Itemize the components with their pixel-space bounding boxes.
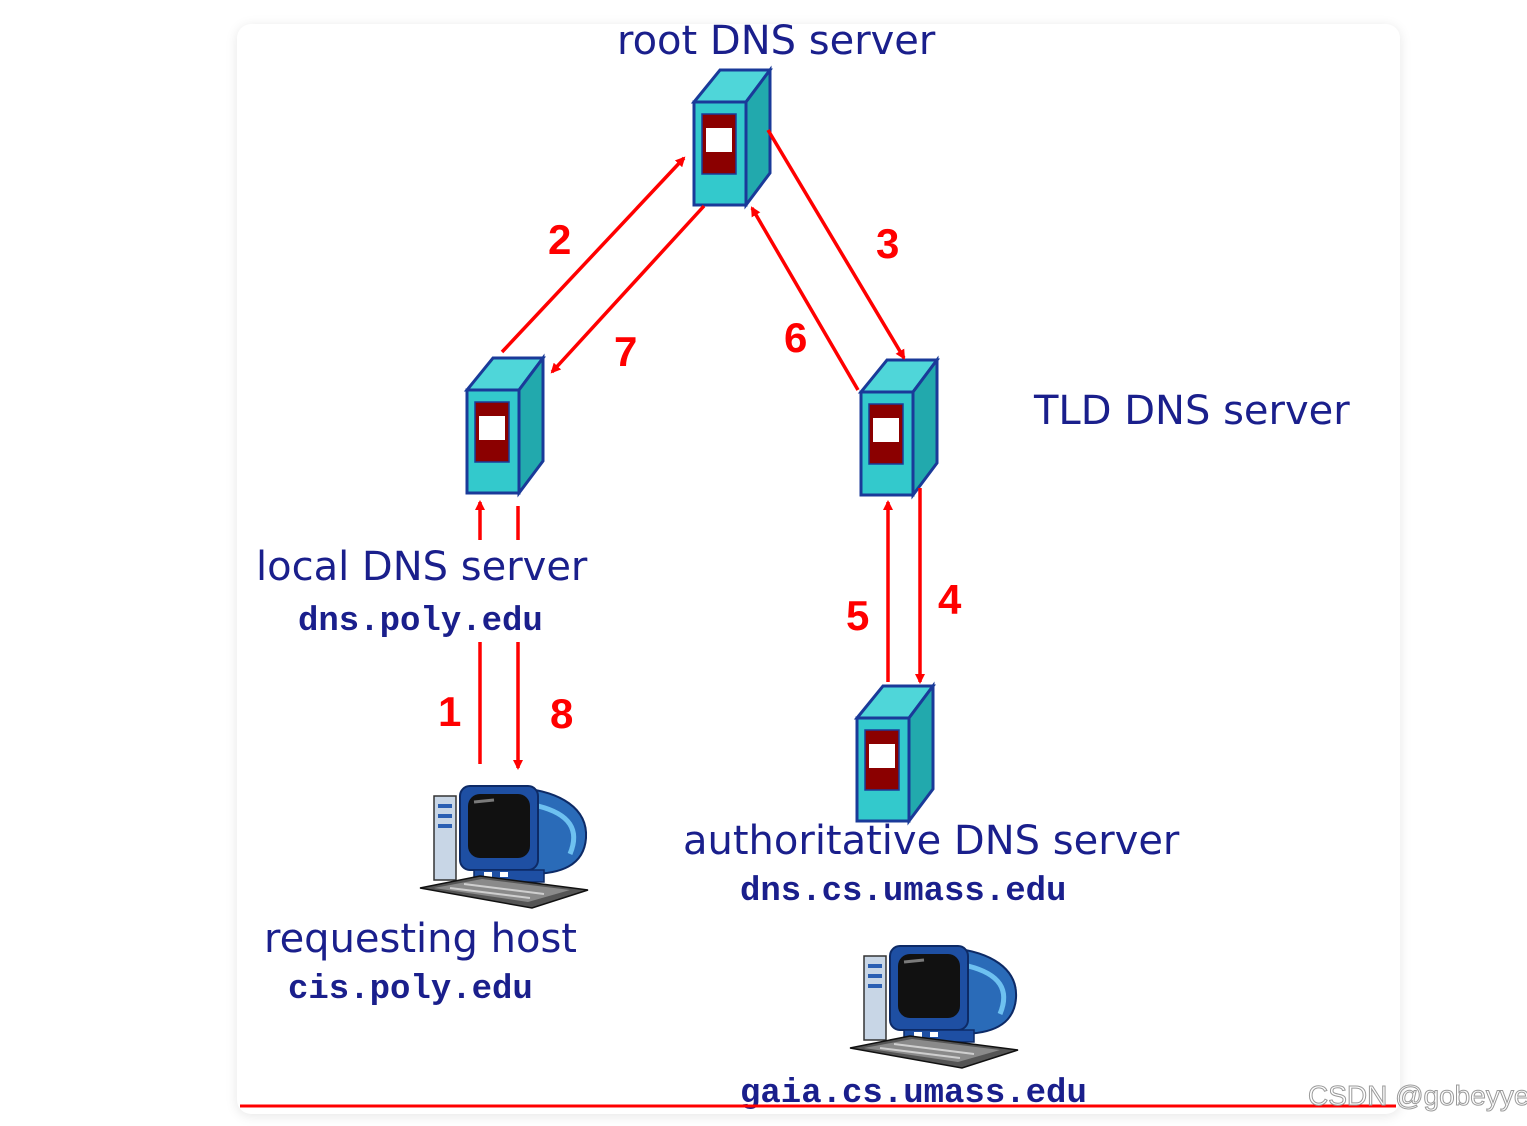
- step-number-5: 5: [846, 592, 869, 639]
- target-host-computer-icon: [850, 946, 1018, 1068]
- local-server-hostname: dns.poly.edu: [298, 603, 543, 641]
- authoritative-server-label: authoritative DNS server: [683, 818, 1180, 864]
- step-number-4: 4: [938, 576, 962, 623]
- requesting-host-label: requesting host: [264, 916, 577, 962]
- step-number-7: 7: [614, 328, 637, 375]
- arrow-step-7: [550, 204, 706, 374]
- arrow-step-2: [500, 156, 686, 354]
- local-server-label: local DNS server: [256, 544, 588, 590]
- requesting-host-hostname: cis.poly.edu: [288, 971, 533, 1009]
- step-number-6: 6: [784, 314, 807, 361]
- diagram-panel: [237, 24, 1400, 1114]
- step-number-1: 1: [438, 688, 461, 735]
- authoritative-server-hostname: dns.cs.umass.edu: [740, 873, 1066, 911]
- local-server-icon: [465, 356, 545, 495]
- arrow-step-6: [750, 206, 860, 391]
- requesting-host-computer-icon: [420, 786, 588, 908]
- step-number-2: 2: [548, 216, 571, 263]
- root-server-label: root DNS server: [617, 18, 936, 64]
- step-number-3: 3: [876, 220, 899, 267]
- step-number-8: 8: [550, 690, 573, 737]
- tld-server-icon: [859, 358, 939, 497]
- authoritative-server-icon: [855, 684, 935, 823]
- root-server-icon: [692, 68, 772, 207]
- arrow-step-3: [766, 129, 906, 360]
- tld-server-label: TLD DNS server: [1033, 388, 1350, 434]
- watermark: CSDN @gobeyye: [1307, 1080, 1527, 1112]
